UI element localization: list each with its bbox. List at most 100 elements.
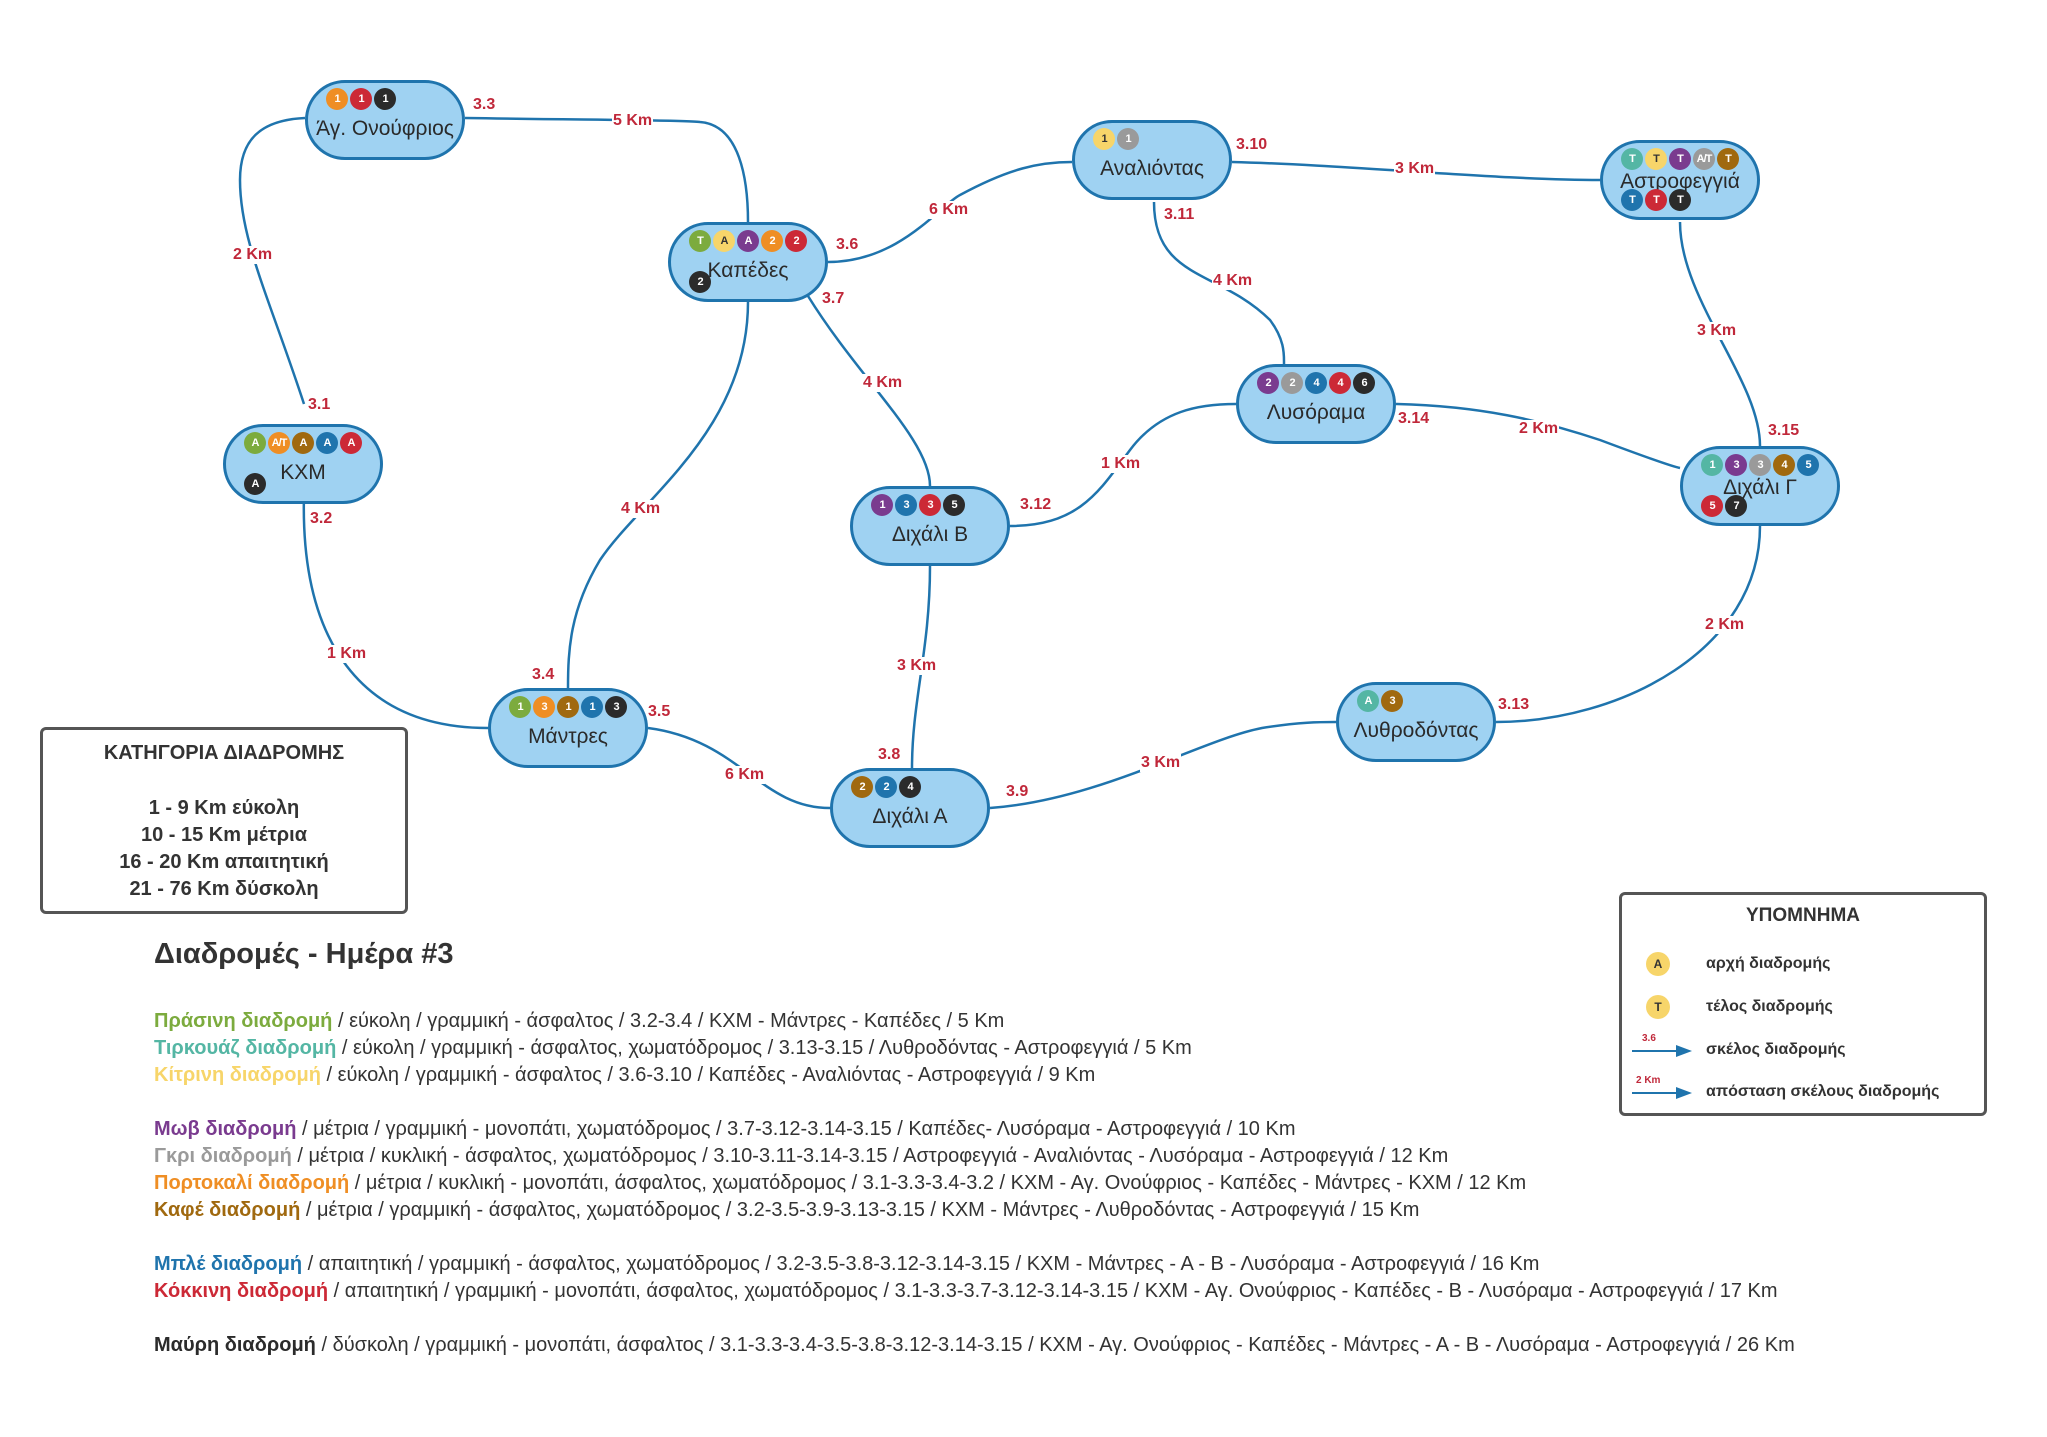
route-badge-blue: 5	[1797, 454, 1819, 476]
edge-distance-3.7: 4 Km	[862, 374, 904, 392]
edge-distance-3.10: 3 Km	[1394, 160, 1436, 178]
route-details: / εύκολη / γραμμική - άσφαλτος, χωματόδρ…	[336, 1037, 1192, 1059]
edge-distance-3.11: 4 Km	[1212, 272, 1254, 290]
page-title: Διαδρομές - Ημέρα #3	[154, 938, 454, 970]
route-badge-brown: 1	[557, 696, 579, 718]
edge-3.11	[1152, 201, 1286, 365]
node-name: Άγ. Ονούφριος	[316, 117, 454, 140]
route-badge-blue: T	[1621, 189, 1643, 211]
node-name: Αστροφεγγιά	[1620, 170, 1740, 193]
route-badge-yellow: 1	[1093, 128, 1115, 150]
route-name: Γκρι διαδρομή	[154, 1145, 292, 1167]
node-badges-bottom: 2	[689, 271, 711, 293]
leg-number-3.1: 3.1	[308, 396, 331, 413]
route-details: / δύσκολη / γραμμική - μονοπάτι, άσφαλτο…	[315, 1334, 1795, 1356]
legend-distance-example: 2 Km	[1636, 1075, 1661, 1086]
route-details: / μέτρια / γραμμική - μονοπάτι, χωματόδρ…	[296, 1118, 1296, 1140]
route-badge-red: 2	[785, 230, 807, 252]
route-badge-orange: 3	[533, 696, 555, 718]
category-line: 16 - 20 Km απαιτητική	[119, 851, 329, 873]
route-badge-blue: 4	[1305, 372, 1327, 394]
edge-distance-3.9: 3 Km	[1140, 754, 1182, 772]
route-description: Κόκκινη διαδρομή / απαιτητική / γραμμική…	[154, 1278, 1795, 1305]
route-badge-red: A	[340, 432, 362, 454]
leg-number-3.14: 3.14	[1398, 410, 1430, 427]
route-badge-brown: A	[292, 432, 314, 454]
route-badge-black: 4	[899, 776, 921, 798]
route-details: / μέτρια / γραμμική - άσφαλτος, χωματόδρ…	[300, 1199, 1420, 1221]
route-name: Τιρκουάζ διαδρομή	[154, 1037, 337, 1059]
route-name: Μπλέ διαδρομή	[154, 1253, 303, 1275]
category-line: 1 - 9 Km εύκολη	[148, 797, 300, 819]
route-badge-black: A	[244, 473, 266, 495]
route-name: Πράσινη διαδρομή	[154, 1010, 333, 1032]
route-badge-turquoise: T	[1621, 148, 1643, 170]
route-badge-purple: T	[1669, 148, 1691, 170]
edge-distance-3.4: 4 Km	[620, 500, 662, 518]
leg-number-3.9: 3.9	[1006, 783, 1029, 800]
node-badges-bottom: A	[244, 473, 266, 495]
leg-number-3.3: 3.3	[473, 96, 496, 113]
route-name: Πορτοκαλί διαδρομή	[154, 1172, 350, 1194]
route-details: / απαιτητική / γραμμική - άσφαλτος, χωμα…	[302, 1253, 1540, 1275]
legend-end-label: τέλος διαδρομής	[1706, 998, 1833, 1015]
route-list: Πράσινη διαδρομή / εύκολη / γραμμική - ά…	[154, 1008, 1795, 1359]
node-name: Αναλιόντας	[1100, 157, 1204, 180]
route-badge-green: T	[689, 230, 711, 252]
node-name: ΚΧΜ	[280, 461, 326, 484]
edge-distance-3.14: 2 Km	[1518, 420, 1560, 438]
legend-title: ΥΠΟΜΝΗΜΑ	[1746, 905, 1860, 926]
route-badge-red: 4	[1329, 372, 1351, 394]
edge-distance-3.1: 2 Km	[232, 246, 274, 264]
route-badge-brown: 2	[851, 776, 873, 798]
route-badge-blue: A	[316, 432, 338, 454]
legend-box: ΥΠΟΜΝΗΜΑ A αρχή διαδρομής T τέλος διαδρο…	[1619, 892, 1987, 1116]
route-badge-black: 7	[1725, 495, 1747, 517]
edge-3.2	[302, 493, 489, 730]
node-name: Λυσόραμα	[1266, 401, 1366, 424]
route-badge-black: 6	[1353, 372, 1375, 394]
leg-number-3.5: 3.5	[648, 703, 671, 720]
route-badge-purple: 3	[1725, 454, 1747, 476]
edge-distance-3.2: 1 Km	[326, 645, 368, 663]
leg-number-3.4: 3.4	[532, 666, 555, 683]
edge-3.13	[1495, 525, 1762, 724]
legend-start-label: αρχή διαδρομής	[1706, 955, 1831, 972]
route-badge-green: 1	[509, 696, 531, 718]
leg-number-3.11: 3.11	[1164, 206, 1195, 223]
route-details: / εύκολη / γραμμική - άσφαλτος / 3.6-3.1…	[320, 1064, 1096, 1086]
route-badge-purple: 1	[871, 494, 893, 516]
route-badge-turquoise: 1	[1701, 454, 1723, 476]
edge-distance-3.8: 3 Km	[896, 657, 938, 675]
end-badge-icon: T	[1646, 995, 1670, 1019]
node-name: Διχάλι Γ	[1723, 476, 1797, 499]
arrow-right-icon	[1632, 1087, 1692, 1099]
category-title: ΚΑΤΗΓΟΡΙΑ ΔΙΑΔΡΟΜΗΣ	[103, 742, 345, 764]
route-details: / μέτρια / κυκλική - άσφαλτος, χωματόδρο…	[291, 1145, 1449, 1167]
edge-3.12	[1009, 402, 1237, 528]
start-badge-icon: A	[1646, 952, 1670, 976]
route-badge-blue: 1	[581, 696, 603, 718]
route-badge-black: 1	[374, 88, 396, 110]
legend-distance-label: απόσταση σκέλους διαδρομής	[1706, 1083, 1940, 1100]
